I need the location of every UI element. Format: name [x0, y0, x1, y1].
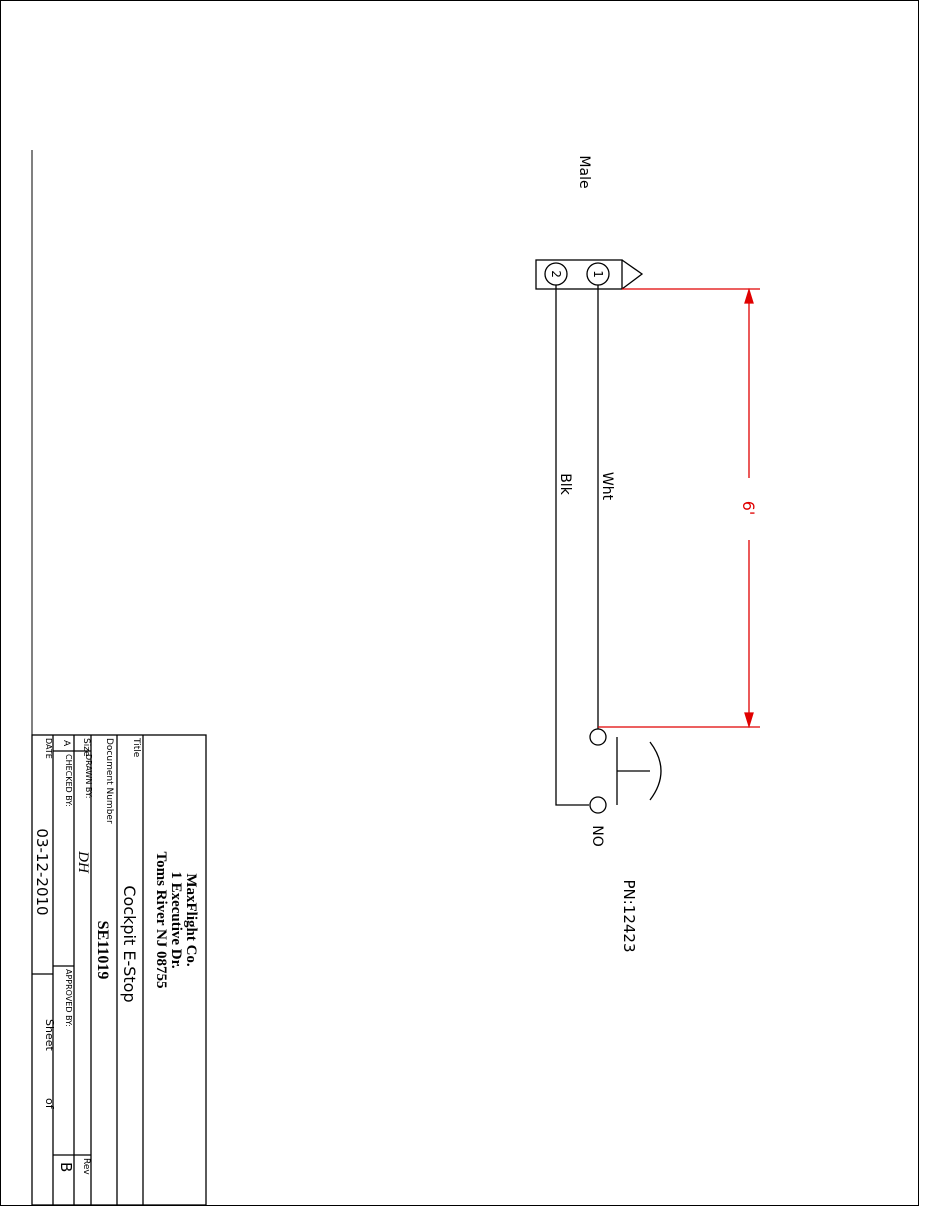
- sheet-of-label: of: [43, 1098, 56, 1110]
- sheet-size: A: [61, 740, 71, 747]
- document-number: SE11019: [94, 921, 111, 980]
- revision-label: Rev: [81, 1158, 91, 1175]
- length-dimension: [598, 289, 760, 727]
- pin-1-number: 1: [591, 270, 605, 278]
- drawn-by-initials: DH: [75, 850, 91, 874]
- company-name: MaxFlight Co.: [183, 873, 199, 967]
- pin-2-number: 2: [549, 270, 563, 278]
- switch-mushroom-head: [650, 742, 661, 800]
- approved-by-label: APPROVED BY:: [64, 969, 73, 1027]
- length-dimension-label: 6': [739, 501, 758, 516]
- wire-black: [556, 285, 589, 805]
- wires: [556, 285, 598, 805]
- connector-label: Male: [576, 155, 592, 188]
- title-field-label: Title: [131, 737, 141, 758]
- revision-value: B: [57, 1162, 75, 1172]
- checked-by-label: CHECKED BY:: [64, 754, 73, 807]
- title-block: [32, 735, 206, 1205]
- e-stop-switch: [590, 729, 661, 813]
- wire-black-label: Blk: [557, 473, 573, 495]
- wire-white-label: Wht: [599, 472, 615, 501]
- part-number-label: PN:12423: [620, 879, 638, 952]
- company-address-line-2: Toms River NJ 08755: [153, 851, 169, 988]
- drawn-by-label: DRAWN BY:: [84, 754, 93, 798]
- switch-contact-label: NO: [589, 825, 605, 847]
- sheet-field-label: Sheet: [43, 1019, 56, 1051]
- document-number-label: Document Number: [104, 738, 114, 824]
- drawing-date: 03-12-2010: [33, 828, 51, 915]
- switch-terminal-1: [590, 729, 606, 745]
- switch-terminal-2: [590, 797, 606, 813]
- sheet-border: [1, 1, 919, 1206]
- date-field-label: DATE: [44, 738, 53, 759]
- drawing-title: Cockpit E-Stop: [120, 885, 139, 1002]
- company-address-line-1: 1 Executive Dr.: [168, 871, 184, 969]
